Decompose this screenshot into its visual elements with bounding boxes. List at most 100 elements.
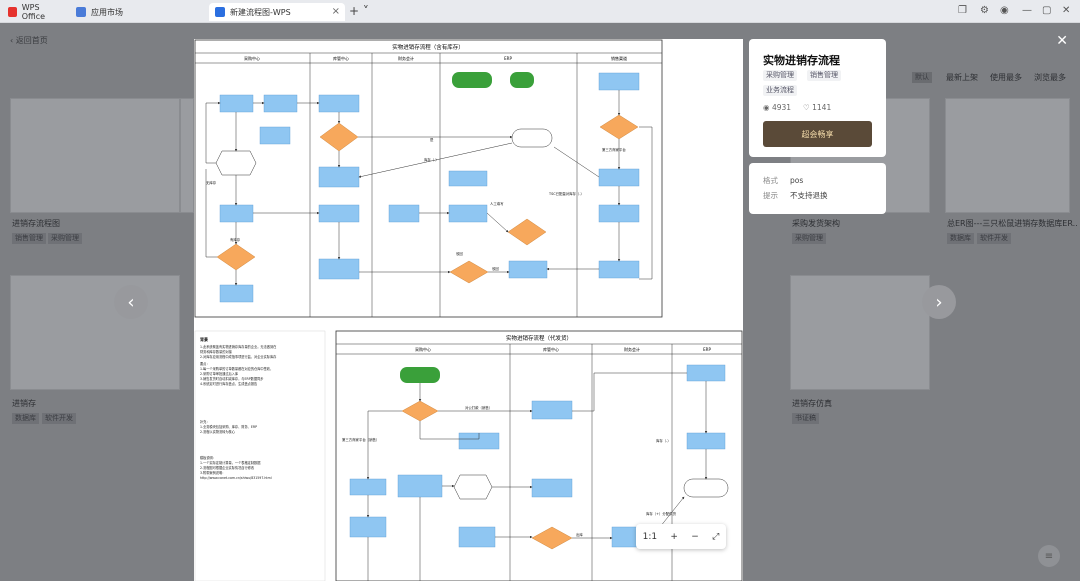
svg-text:要点：: 要点： [200,361,210,366]
template-thumb[interactable] [180,98,194,213]
tab-app-market[interactable]: 应用市场 [70,3,206,21]
user-avatar-icon[interactable]: ◉ [1000,5,1009,16]
tag-sales[interactable]: 销售管理 [807,70,841,81]
chart2-title: 实物进销存流程（代发货） [506,334,572,342]
prev-arrow-button[interactable]: ‹ [114,285,148,319]
window-mode-icon[interactable]: ❐ [958,5,967,16]
back-label: 返回首页 [15,36,48,45]
close-window-icon[interactable]: ✕ [1062,5,1071,16]
template-tag: 软件开发 [977,233,1011,244]
close-preview-icon[interactable]: ✕ [1056,33,1068,49]
template-thumb[interactable] [10,275,180,390]
sort-most-used[interactable]: 使用最多 [990,73,1022,82]
flowchart-icon [215,7,225,17]
wps-logo-icon [8,7,17,17]
zoom-toolbar: 1:1 + − ⤢ [636,524,726,549]
lane-label: ERP [703,347,711,352]
svg-text:驳回: 驳回 [456,251,463,256]
app-market-icon [76,7,86,17]
template-title: 实物进销存流程 [763,54,840,67]
restore-icon[interactable]: ▢ [1042,5,1052,16]
template-title[interactable]: 进销存流程图 [12,219,60,228]
zoom-in-icon[interactable]: + [670,531,678,542]
eye-icon: ◉ [763,103,770,112]
svg-text:3.销售发货时自动扣减库存，与ERP数据同步: 3.销售发货时自动扣减库存，与ERP数据同步 [200,376,263,381]
lane-label: 库管中心 [543,346,559,352]
template-thumb[interactable] [945,98,1070,213]
svg-text:2.采购订单审批通过后入库: 2.采购订单审批通过后入库 [200,371,239,376]
connector-labels: 无库存 有库存 是 库存（-） 驳回 驳回 TSC已配量对库存（-） 人工填写 … [206,137,626,271]
lane-label: 采购中心 [244,55,260,61]
svg-text:库存（-）: 库存（-） [656,438,671,443]
svg-text:库存（-）: 库存（-） [424,157,439,162]
flowchart-canvas: 实物进销存流程（含有库存） 采购中心 库管中心 财务会计 ERP 销售渠道 [194,39,743,581]
next-arrow-button[interactable]: › [922,285,956,319]
database-shape [511,128,553,148]
tab-new-flowchart[interactable]: 新建流程图-WPS × [209,3,345,21]
hint-row: 提示不支持退换 [763,191,828,200]
back-home-link[interactable]: ‹ 返回首页 [10,36,48,45]
template-thumb[interactable] [10,98,180,213]
process-boxes [219,72,640,303]
tab-bar: WPS Office 应用市场 新建流程图-WPS × + ˅ ❐ ⚙ ◉ — … [0,0,1080,23]
svg-text:无库存: 无库存 [206,180,217,185]
terminal-start [452,72,492,88]
template-title[interactable]: 总ER图---三只松鼠进销存数据库ER... [947,219,1077,228]
lane-label: 采购中心 [415,346,431,352]
svg-text:第三方商家平台（销售）: 第三方商家平台（销售） [342,437,379,442]
lane-label: 财务会计 [624,346,640,352]
svg-text:3.附带案例说明：: 3.附带案例说明： [200,470,225,475]
tab-label: 应用市场 [91,7,123,17]
svg-text:是: 是 [430,137,434,142]
connectors [205,90,653,286]
document-shape [215,150,257,176]
svg-text:1.一个实际定制计算量，一个表格定制数据: 1.一个实际定制计算量，一个表格定制数据 [200,460,261,465]
svg-text:4.系统定时进行库存盘点，生成盘点报告: 4.系统定时进行库存盘点，生成盘点报告 [200,381,257,386]
svg-text:第三方商家平台: 第三方商家平台 [602,147,626,152]
zoom-out-icon[interactable]: − [691,531,699,542]
notes-panel [194,330,326,581]
tab-label: 新建流程图-WPS [230,7,291,17]
svg-text:库存（+）分配供货: 库存（+）分配供货 [646,511,677,516]
lane-label: 库管中心 [333,55,349,61]
sort-default[interactable]: 默认 [912,72,932,83]
decision-diamonds [401,400,573,550]
minimize-icon[interactable]: — [1022,5,1032,16]
template-thumb[interactable] [790,275,930,390]
tab-label: WPS Office [21,3,46,21]
svg-text:1.此系统覆盖有实物进销存库存量的企业。无法做到在: 1.此系统覆盖有实物进销存库存量的企业。无法做到在 [200,344,276,349]
menu-icon[interactable]: ≡ [1038,545,1060,567]
svg-text:出库: 出库 [576,532,583,537]
add-tab-button[interactable]: + ˅ [349,4,369,18]
sort-newest[interactable]: 最新上架 [946,73,978,82]
database-shape [683,478,729,498]
template-info-card: 实物进销存流程 采购管理 销售管理 业务流程 ◉ 4931 ♡ 1141 超会畅… [749,39,886,157]
notes-text: 1.此系统覆盖有实物进销存库存量的企业。无法做到在 财务和库存数量的对接 2.对… [200,344,277,480]
tag-purchase[interactable]: 采购管理 [763,70,797,81]
fit-icon[interactable]: 1:1 [642,531,658,542]
svg-text:有库存: 有库存 [230,237,241,242]
like-count: ♡ 1141 [803,103,832,112]
connectors [366,372,708,581]
tag-business-flow[interactable]: 业务流程 [763,85,797,96]
template-title[interactable]: 进销存仿真 [792,399,832,408]
template-preview: 实物进销存流程（含有库存） 采购中心 库管中心 财务会计 ERP 销售渠道 [194,39,743,581]
super-member-button[interactable]: 超会畅享 [763,121,872,147]
template-title[interactable]: 进销存 [12,399,36,408]
fullscreen-icon[interactable]: ⤢ [712,531,720,542]
svg-text:2.流程图可根据企业实际情况自行修改: 2.流程图可根据企业实际情况自行修改 [200,465,255,470]
svg-text:1.每一个采购单的订单数量都在对应的仓库中签收，: 1.每一个采购单的订单数量都在对应的仓库中签收， [200,366,273,371]
svg-text:http://www.canet.com.cn/shiwu/: http://www.canet.com.cn/shiwu/831597.htm… [200,476,272,480]
svg-text:2.流程以实物流转为核心: 2.流程以实物流转为核心 [200,429,236,434]
close-tab-icon[interactable]: × [331,6,340,17]
template-tag: 软件开发 [42,413,76,424]
terminal-start [400,367,440,383]
template-title[interactable]: 采购发货架构 [792,219,840,228]
lane-label: 销售渠道 [611,55,627,61]
settings-icon[interactable]: ⚙ [980,5,989,16]
thumbs-up-icon: ♡ [803,103,810,112]
sort-most-viewed[interactable]: 浏览最多 [1034,73,1066,82]
tab-wps-office[interactable]: WPS Office [2,3,66,21]
